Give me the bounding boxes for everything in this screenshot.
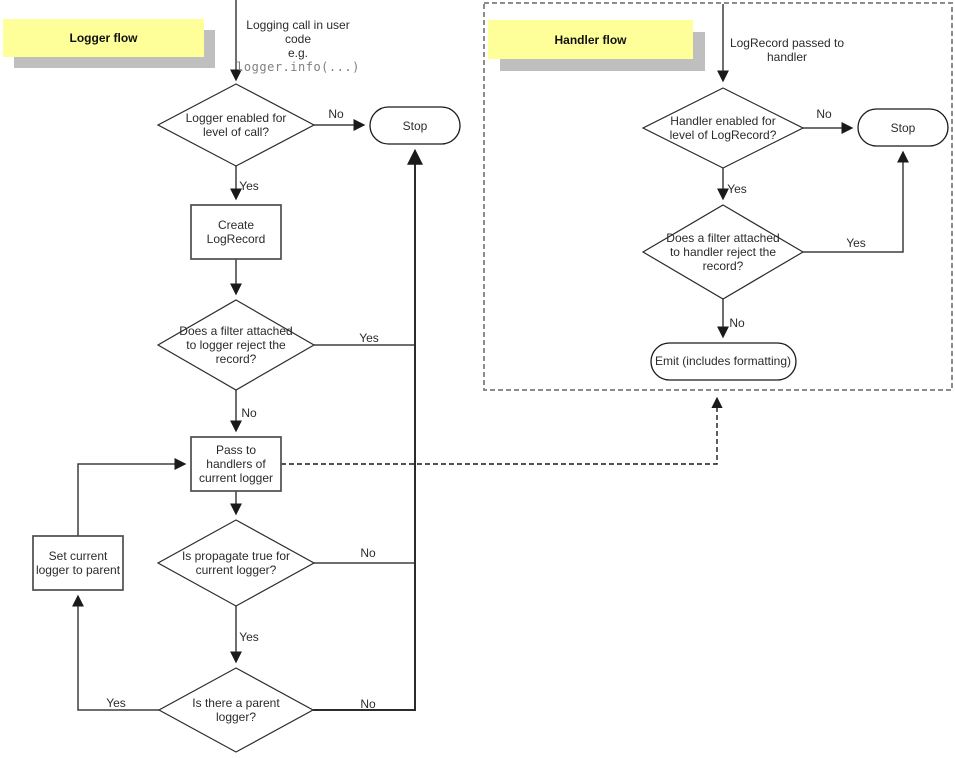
- edge-label-level-yes: Yes: [239, 179, 259, 193]
- propagate-decision-text: Is propagate true for current logger?: [181, 549, 291, 577]
- edge-label-filter-yes: Yes: [359, 331, 379, 345]
- handler-flow-boundary: [483, 2, 953, 391]
- logger-stop-node: [369, 106, 461, 145]
- logger-flow-note: Logger flow: [3, 19, 204, 57]
- edge-label-parent-yes: Yes: [106, 696, 126, 710]
- arrow-handler-filter-yes-to-stop: [803, 150, 909, 253]
- set-parent-box: [32, 535, 124, 591]
- handler-start-text: LogRecord passed to handler: [729, 36, 845, 64]
- handler-flow-note: Handler flow: [488, 20, 693, 59]
- edge-label-handler-filter-yes: Yes: [846, 236, 866, 250]
- logger-level-decision-diamond: [156, 83, 316, 167]
- edge-label-propagate-yes: Yes: [239, 630, 259, 644]
- handler-level-decision-text: Handler enabled for level of LogRecord?: [669, 114, 777, 142]
- logger-stop-text: Stop: [402, 119, 428, 133]
- edge-label-parent-no: No: [360, 697, 376, 711]
- edge-label-handler-level-yes: Yes: [727, 182, 747, 196]
- handler-stop-text: Stop: [890, 121, 916, 135]
- logger-level-decision-text: Logger enabled for level of call?: [185, 111, 287, 139]
- handler-filter-decision-text: Does a filter attached to handler reject…: [666, 231, 780, 273]
- edge-label-handler-level-no: No: [816, 107, 832, 121]
- pass-handlers-box: [190, 436, 282, 492]
- edge-label-propagate-no: No: [360, 546, 376, 560]
- handler-flow-title: Handler flow: [554, 32, 627, 47]
- emit-text: Emit (includes formatting): [654, 354, 792, 368]
- parent-decision-diamond: [157, 667, 315, 753]
- logger-start-text: Logging call in user code e.g. logger.in…: [236, 18, 360, 74]
- handler-stop-node: [857, 108, 949, 147]
- emit-node: [650, 342, 797, 381]
- logger-flow-title: Logger flow: [69, 31, 138, 45]
- logger-filter-decision-diamond: [156, 299, 316, 391]
- arrow-parent-yes-to-set-parent: [72, 594, 159, 711]
- dashed-connector-pass-to-handler-flow: [281, 396, 723, 465]
- pass-handlers-text: Pass to handlers of current logger: [198, 443, 274, 485]
- propagate-decision-diamond: [156, 519, 316, 607]
- edge-label-handler-filter-no: No: [729, 316, 745, 330]
- create-logrecord-box: [190, 204, 282, 260]
- collector-line-to-stop: [313, 148, 423, 711]
- edge-label-filter-no: No: [241, 406, 257, 420]
- handler-filter-decision-diamond: [641, 204, 805, 300]
- arrow-set-parent-to-pass-handlers: [77, 458, 187, 536]
- handler-level-decision-diamond: [641, 87, 805, 169]
- parent-decision-text: Is there a parent logger?: [192, 696, 280, 724]
- logger-filter-decision-text: Does a filter attached to logger reject …: [179, 324, 293, 366]
- logger-start-code: logger.info(...): [236, 60, 360, 74]
- edge-label-level-no: No: [328, 107, 344, 121]
- create-logrecord-text: Create LogRecord: [206, 218, 266, 246]
- set-parent-text: Set current logger to parent: [35, 549, 121, 577]
